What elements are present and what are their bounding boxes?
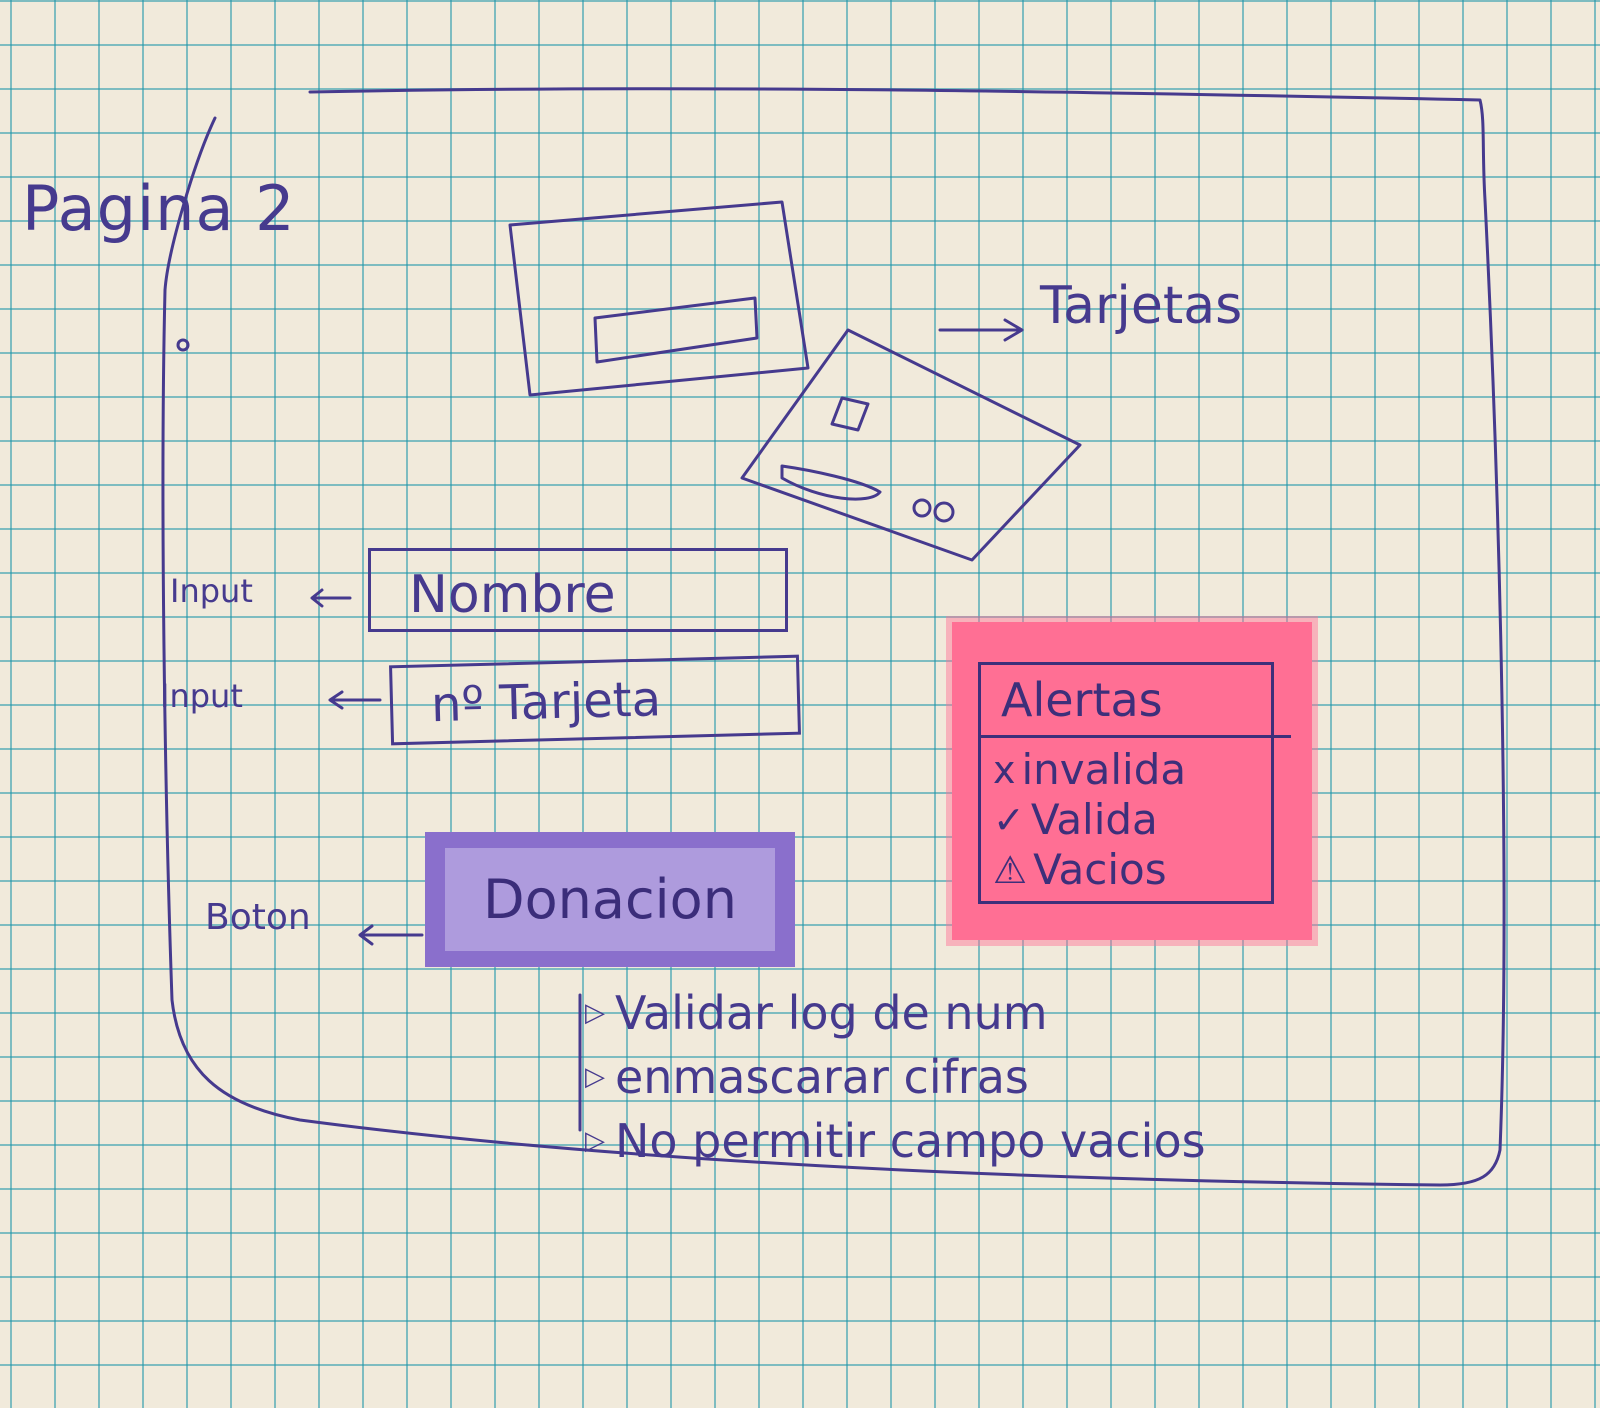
donate-button-annotation: Boton [205,897,311,938]
x-icon: x [993,748,1016,792]
name-input[interactable]: Nombre [368,548,788,632]
warning-icon: ⚠ [993,848,1028,892]
note-mask-text: enmascarar cifras [615,1050,1029,1104]
arrow-input-2 [328,690,382,710]
alerts-box: Alertas x invalida ✓ Valida ⚠ Vacios [978,662,1291,904]
note-no-empty: ▷ No permitir campo vacios [585,1118,1206,1164]
credit-card-chip [830,396,870,432]
credit-card-logo-b [933,501,955,523]
note-mask: ▷ enmascarar cifras [585,1054,1029,1100]
credit-card-logo-a [912,498,932,518]
credit-card-frame [740,328,1082,562]
alert-empty: ⚠ Vacios [993,849,1167,891]
pointer-dot [176,338,190,352]
alert-valid-text: Valida [1030,795,1158,844]
note-validate: ▷ Validar log de num [585,990,1048,1036]
cards-label: Tarjetas [1040,276,1243,336]
arrow-tarjetas [938,318,1024,342]
credit-card-stripe [780,464,882,501]
name-input-text: Nombre [409,565,616,625]
arrow-right-icon: ▷ [585,998,605,1028]
arrow-input-1 [310,588,352,608]
card-image-frame [508,200,810,397]
donate-button-label: Donacion [445,848,775,951]
card-number-input-annotation: Input [160,677,243,715]
alert-invalid-text: invalida [1021,745,1187,794]
arrow-right-icon: ▷ [585,1126,605,1156]
check-icon: ✓ [993,798,1025,842]
alerts-title: Alertas [1001,673,1163,727]
arrow-boton [358,924,424,946]
alert-invalid: x invalida [993,749,1186,791]
note-no-empty-text: No permitir campo vacios [615,1114,1206,1168]
arrow-right-icon: ▷ [585,1062,605,1092]
alerts-panel: Alertas x invalida ✓ Valida ⚠ Vacios [952,622,1312,940]
card-number-input-text: nº Tarjeta [430,671,662,734]
name-input-annotation: Input [170,572,253,610]
alert-empty-text: Vacios [1033,845,1167,894]
note-validate-text: Validar log de num [615,986,1048,1040]
page-title: Pagina 2 [22,172,296,245]
alert-valid: ✓ Valida [993,799,1158,841]
card-image-field [593,296,759,364]
alerts-divider [981,735,1291,738]
card-number-input[interactable]: nº Tarjeta [389,654,801,746]
page-frame [161,87,1506,1187]
donate-button[interactable]: Donacion [425,832,795,967]
